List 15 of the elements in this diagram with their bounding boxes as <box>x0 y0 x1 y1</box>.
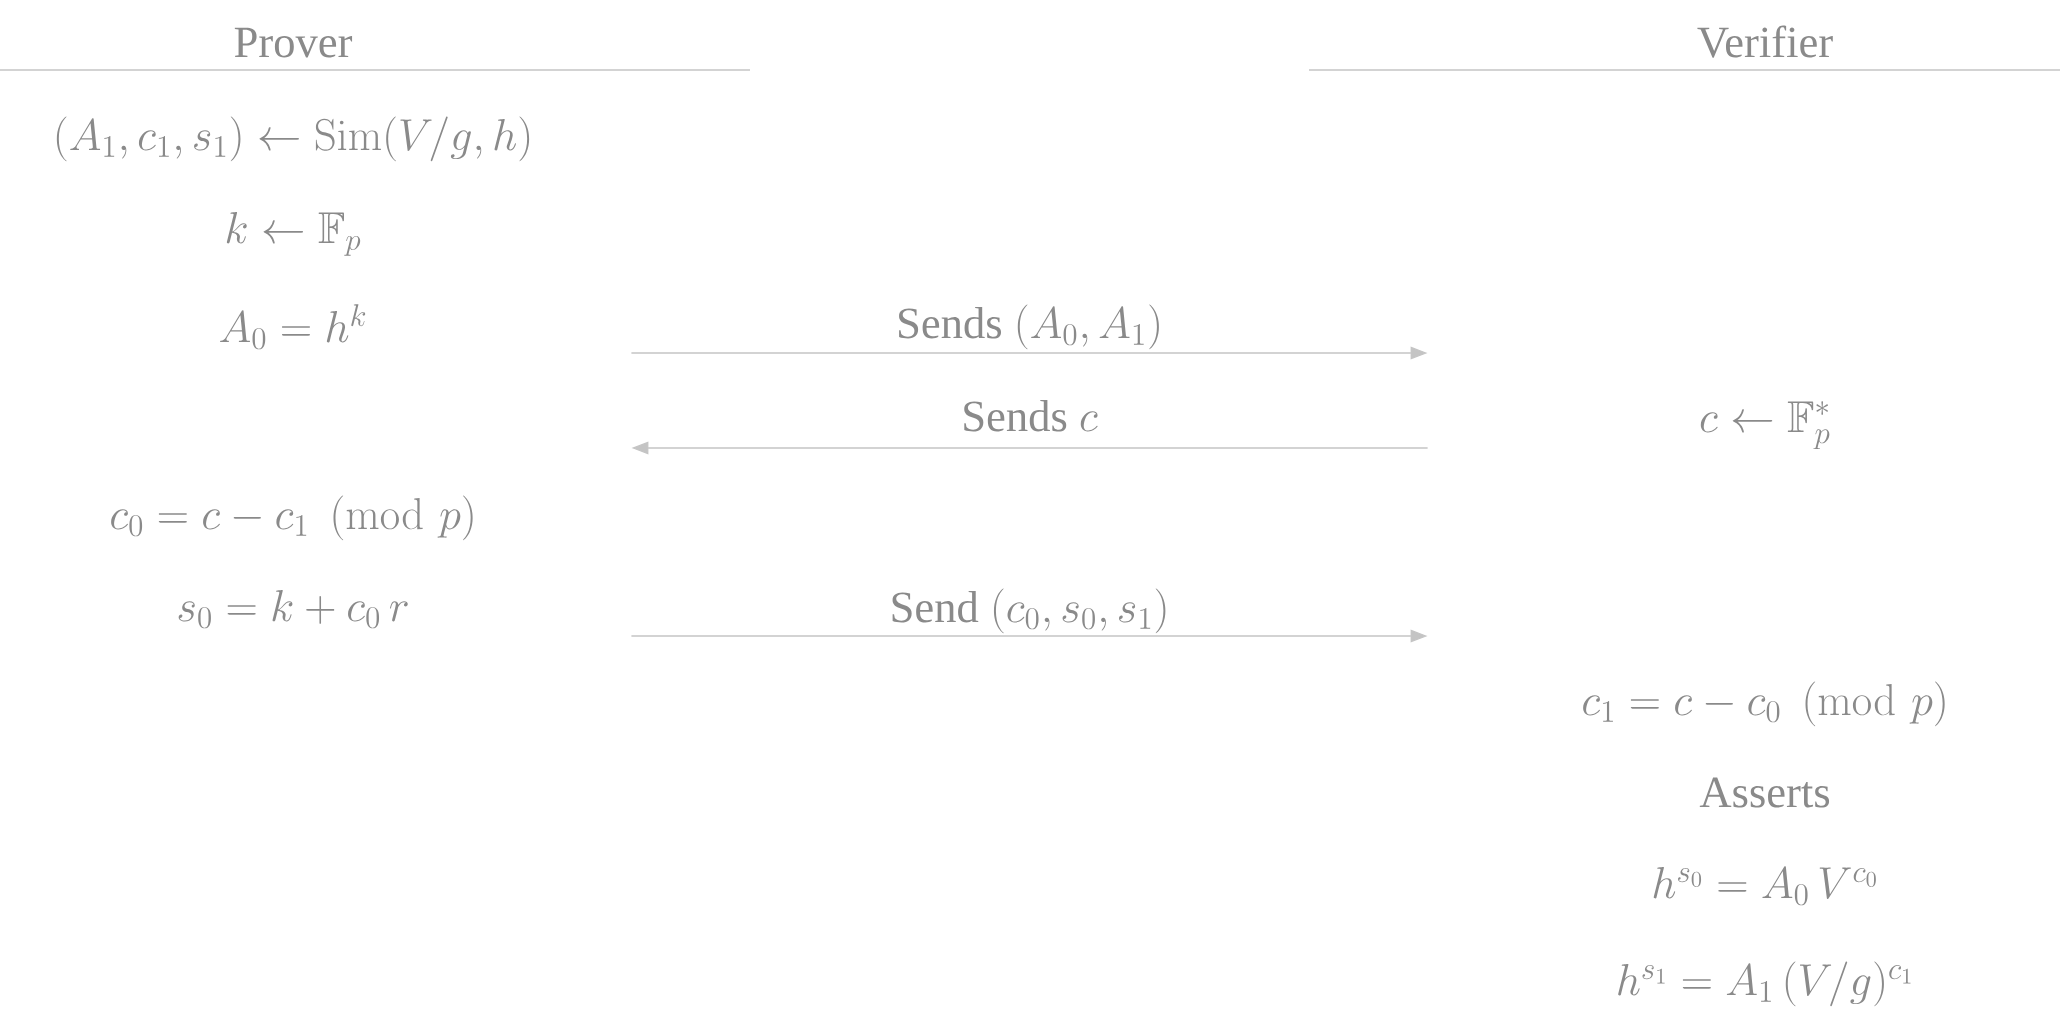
step-label: Asserts <box>1699 777 1830 808</box>
formula: $k \leftarrow \mathbb{F}_p$ <box>226 212 361 256</box>
formula: $A_0 = h^k$ <box>220 304 366 350</box>
lane-heading: Verifier <box>1697 25 1833 58</box>
formula: $c_1 = c - c_0 \pmod{p}$ <box>1583 681 1945 727</box>
formula: $h^{s_1} = A_1\, (V/g)^{c_1}$ <box>1618 961 1911 1007</box>
formula: $c \leftarrow \mathbb{F}_p^*$ <box>1700 401 1830 450</box>
formula: $(A_1, c_1, s_1) \leftarrow \mathrm{Sim}(V/g, h)$ <box>56 116 530 162</box>
edge-label: $\text{Sends } (A_0, A_1)$ <box>899 304 1159 350</box>
edge-label: $\text{Send } (c_0, s_0, s_1)$ <box>892 588 1166 634</box>
formula: $c_0 = c - c_1 \pmod{p}$ <box>111 495 473 541</box>
lane-heading: Prover <box>234 27 353 58</box>
formula: $h^{s_0} = A_0\, V^{c_0}$ <box>1653 866 1876 906</box>
edge-label: $\text{Sends } c$ <box>964 400 1098 432</box>
formula: $s_0 = k + c_0\, r$ <box>178 590 408 629</box>
